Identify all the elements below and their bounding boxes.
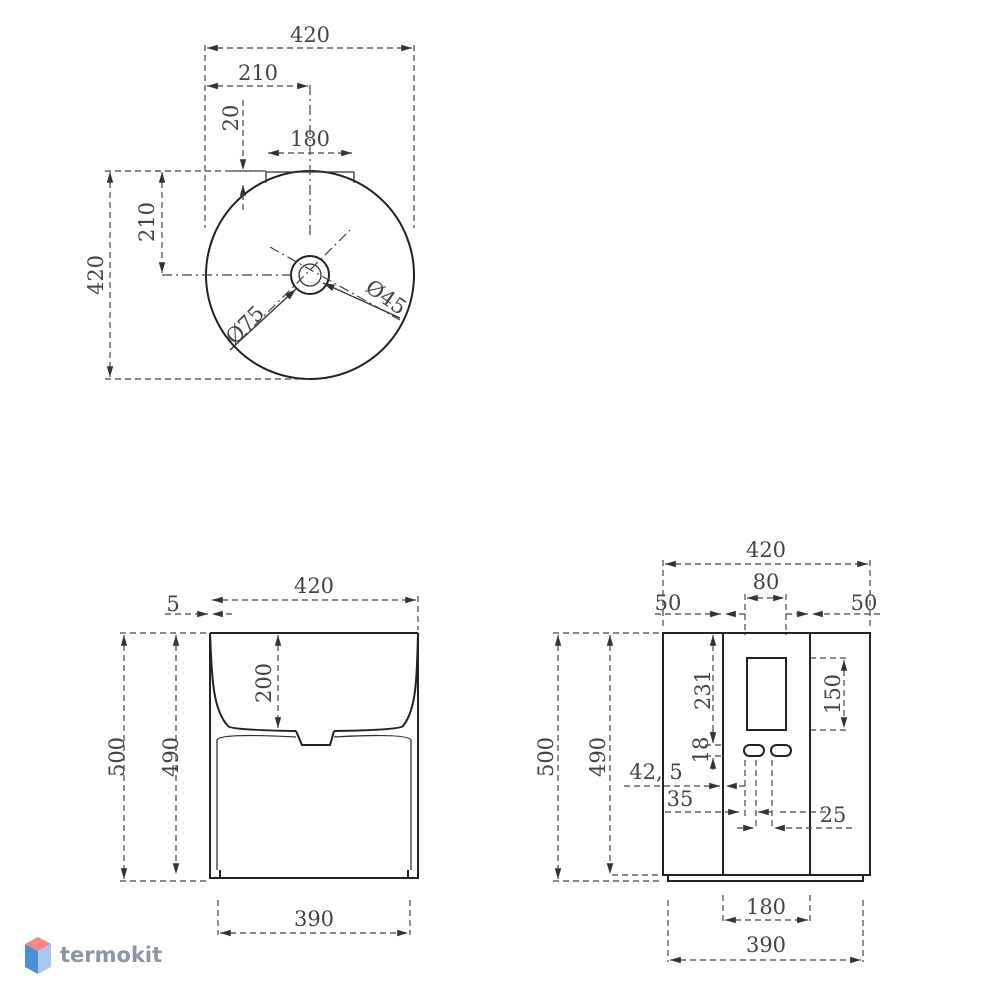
brand-name: termokit — [60, 943, 162, 967]
front-view: 420 5 200 500 490 390 — [105, 574, 419, 937]
center-line-diag — [239, 229, 351, 341]
dim-hole-offset: 42, 5 — [629, 760, 682, 784]
dim-base-inner: 180 — [746, 895, 786, 919]
pedestal-inner — [216, 734, 412, 870]
hole-right — [770, 744, 792, 757]
dim-front-width: 420 — [294, 574, 334, 598]
dim-hole-height: 18 — [689, 737, 713, 764]
basin-profile — [209, 632, 419, 732]
drain-outer — [290, 255, 330, 295]
pedestal-outline — [209, 633, 419, 879]
dim-hole-center: 35 — [667, 787, 694, 811]
opening-window — [746, 657, 787, 731]
side-view: 420 80 50 50 500 490 231 150 — [534, 538, 880, 964]
dim-to-opening: 231 — [691, 670, 715, 710]
dim-margin-left: 50 — [655, 591, 682, 615]
side-base — [667, 875, 864, 882]
leader-line — [322, 282, 401, 319]
dim-width-half: 210 — [238, 61, 278, 85]
dim-opening-height: 150 — [821, 674, 845, 714]
dim-depth-total: 420 — [84, 255, 108, 295]
leader-line — [229, 288, 297, 351]
dim-hole-spacing: 25 — [820, 803, 847, 827]
hole-left — [743, 744, 765, 757]
dim-side-inner-height: 490 — [586, 737, 610, 777]
dim-panel-width: 80 — [753, 570, 780, 594]
dim-width-total: 420 — [290, 23, 330, 47]
dim-front-height: 500 — [105, 737, 129, 777]
dim-drain-outer: Ø75 — [221, 301, 269, 349]
dim-front-inset: 5 — [166, 592, 179, 616]
dim-tap-width: 180 — [290, 127, 330, 151]
side-body — [662, 632, 871, 876]
brand-logo: termokit — [25, 937, 162, 974]
dim-base-total: 390 — [746, 933, 786, 957]
top-view: 420 210 20 180 210 420 Ø75 Ø45 — [84, 23, 415, 380]
dim-bowl-depth: 200 — [252, 663, 276, 703]
dim-side-width: 420 — [746, 538, 786, 562]
logo-cube-left — [25, 944, 38, 974]
drain-profile — [295, 730, 335, 746]
dim-margin-right: 50 — [851, 591, 878, 615]
logo-cube-right — [38, 944, 51, 974]
dim-drain-inner: Ø45 — [361, 275, 411, 320]
dim-front-base: 390 — [294, 907, 334, 931]
dim-side-height: 500 — [534, 737, 558, 777]
dim-tap-offset: 20 — [219, 105, 243, 132]
dim-front-inner-height: 490 — [159, 737, 183, 777]
drain-inner — [298, 263, 322, 287]
dim-depth-half: 210 — [135, 202, 159, 242]
